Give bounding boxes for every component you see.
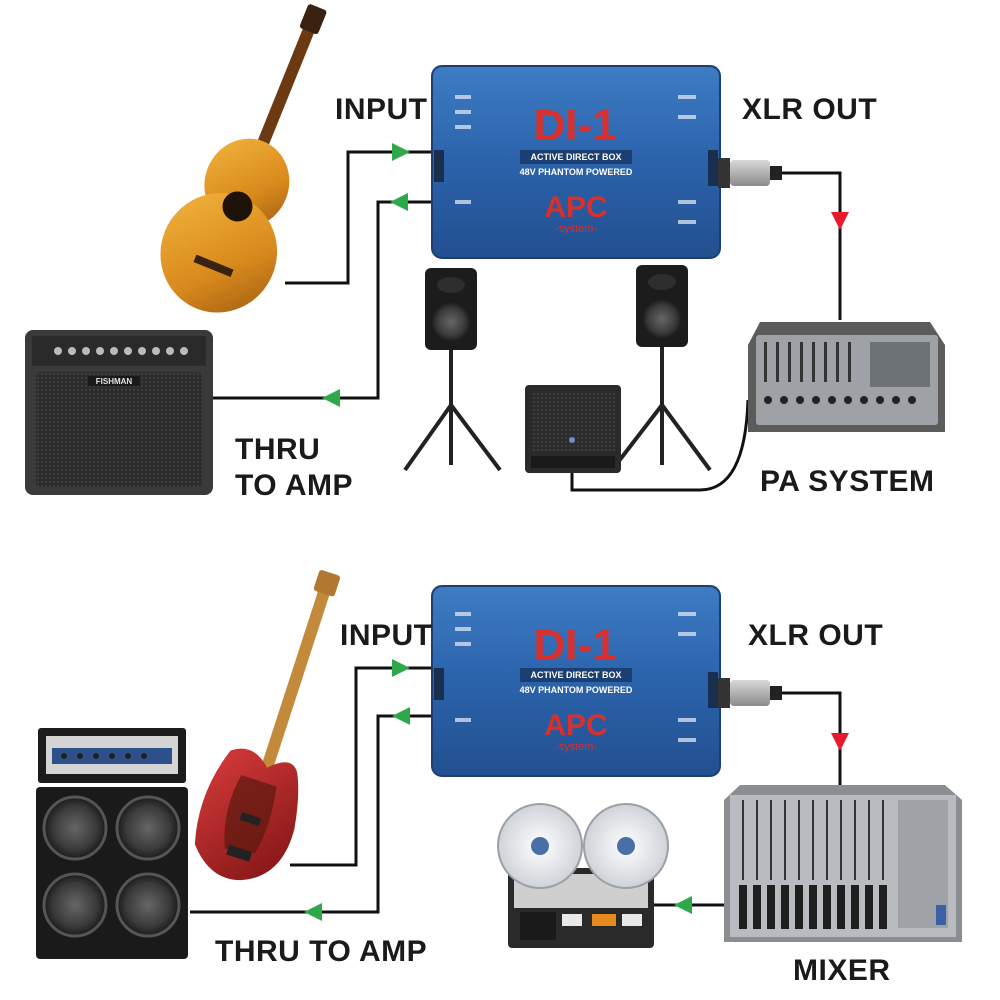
di-box-subtitle-bottom: ACTIVE DIRECT BOX <box>530 670 621 680</box>
di-box-top: DI-1 ACTIVE DIRECT BOX 48V PHANTOM POWER… <box>431 65 721 259</box>
thru-to-amp-label-bottom: THRU TO AMP <box>215 935 428 968</box>
powered-mixer <box>748 322 945 432</box>
arrow-mixer-to-recorder <box>674 896 692 914</box>
amp-brand-text: FISHMAN <box>96 377 133 386</box>
input-label-bottom: INPUT <box>340 619 433 652</box>
cable-sub-to-mixer <box>570 399 750 492</box>
di-box-model-top: DI-1 <box>533 101 616 150</box>
mixing-console <box>724 785 962 942</box>
bass-cabinet <box>36 787 188 959</box>
arrow-input-bottom <box>392 659 410 677</box>
cable-bass-to-input <box>290 666 440 867</box>
arrow-xlr-out-top <box>831 212 849 230</box>
arrow-input-top <box>392 143 410 161</box>
xlr-connector-bottom <box>718 678 782 708</box>
speaker-right <box>610 265 712 472</box>
di-box-power-top: 48V PHANTOM POWERED <box>520 167 633 177</box>
arrow-thru-amp-bottom <box>304 903 322 921</box>
pa-system-label: PA SYSTEM <box>760 465 935 498</box>
di-box-brand-sub-bottom: -system- <box>555 741 598 753</box>
acoustic-guitar <box>160 4 327 313</box>
thru-label-top-line2: TO AMP <box>235 469 354 502</box>
cable-xlr-to-mixer <box>718 691 842 785</box>
di-box-subtitle-top: ACTIVE DIRECT BOX <box>530 152 621 162</box>
arrow-thru-up-top <box>390 193 408 211</box>
di-box-power-bottom: 48V PHANTOM POWERED <box>520 685 633 695</box>
bass-guitar <box>194 570 341 881</box>
input-label-top: INPUT <box>335 93 428 126</box>
arrow-xlr-out-bottom <box>831 733 849 751</box>
cable-guitar-to-input <box>285 150 440 285</box>
acoustic-amp: FISHMAN <box>25 330 213 495</box>
di-box-brand-bottom: APC <box>544 709 607 742</box>
xlr-connector-top <box>718 158 782 188</box>
mixer-label: MIXER <box>793 954 891 987</box>
di-box-bottom: DI-1 ACTIVE DIRECT BOX 48V PHANTOM POWER… <box>431 585 721 777</box>
cable-thru-to-amp <box>210 200 440 400</box>
arrow-thru-amp-top <box>322 389 340 407</box>
di-box-model-bottom: DI-1 <box>533 621 616 670</box>
xlr-out-label-bottom: XLR OUT <box>748 619 884 652</box>
cable-xlr-to-pa <box>718 171 842 320</box>
di-box-brand-sub-top: -system- <box>555 223 598 235</box>
reel-to-reel-recorder <box>497 803 669 948</box>
di-box-brand-top: APC <box>544 191 607 224</box>
bass-amp-head <box>38 728 186 783</box>
subwoofer <box>525 385 621 473</box>
thru-label-top-line1: THRU <box>235 433 321 466</box>
arrow-thru-up-bottom <box>392 707 410 725</box>
xlr-out-label-top: XLR OUT <box>742 93 878 126</box>
speaker-left <box>403 268 502 472</box>
